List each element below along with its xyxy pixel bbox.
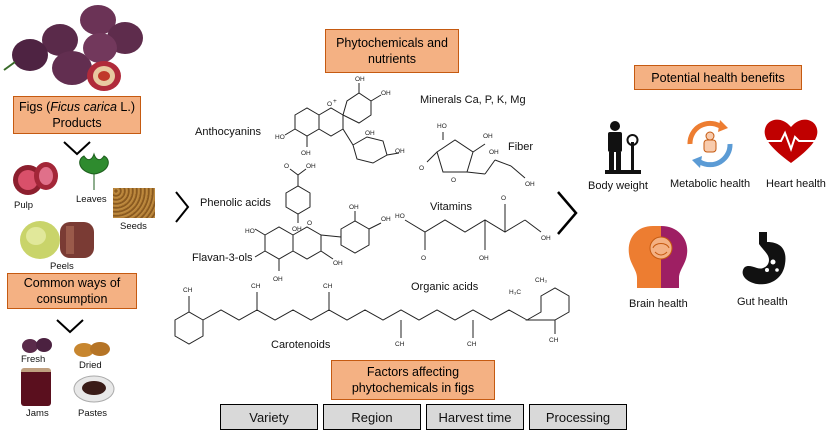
dried-label: Dried <box>79 360 102 371</box>
brain-health-label: Brain health <box>629 298 688 310</box>
health-benefits-box: Potential health benefits <box>634 65 802 90</box>
svg-text:OH: OH <box>395 148 405 155</box>
factors-box: Factors affecting phytochemicals in figs <box>331 360 495 400</box>
factor-variety: Variety <box>220 404 318 430</box>
leaves-label: Leaves <box>76 194 107 205</box>
brain-health-icon <box>628 226 688 288</box>
factor-harvest-time: Harvest time <box>426 404 524 430</box>
carotenoids-label: Carotenoids <box>271 339 331 351</box>
flavan-label: Flavan-3-ols <box>192 252 253 264</box>
svg-text:O: O <box>421 255 426 262</box>
phenolic-acids-label: Phenolic acids <box>200 197 271 209</box>
svg-text:H₃C: H₃C <box>509 289 521 296</box>
figs-products-label: Products <box>52 116 102 130</box>
svg-text:CH: CH <box>183 287 193 294</box>
heart-icon <box>764 119 818 163</box>
svg-text:+: + <box>333 98 337 105</box>
vitamins-label: Vitamins <box>430 201 472 213</box>
svg-text:CH: CH <box>467 341 477 348</box>
svg-text:OH: OH <box>306 163 316 170</box>
right-chevron-icon <box>175 191 190 223</box>
phenolic-acid-structure: O OH OH <box>284 163 316 233</box>
phytochemicals-box: Phytochemicals and nutrients <box>325 29 459 73</box>
svg-text:CH: CH <box>323 283 333 290</box>
jams-image <box>21 368 51 406</box>
down-chevron-icon <box>63 141 91 156</box>
factor-processing: Processing <box>529 404 627 430</box>
seeds-image <box>113 188 155 218</box>
svg-text:HO: HO <box>275 134 285 141</box>
body-weight-icon <box>605 121 641 174</box>
svg-text:OH: OH <box>349 204 359 211</box>
fiber-label: Fiber <box>508 141 534 153</box>
factor-region: Region <box>323 404 421 430</box>
right-chevron-icon-2 <box>557 191 578 235</box>
carotenoid-structure: CH CH CH CH CH CH H₃C CH₃ <box>174 277 570 348</box>
svg-text:O: O <box>501 195 506 202</box>
svg-text:CH: CH <box>549 337 559 344</box>
svg-text:OH: OH <box>381 216 391 223</box>
svg-text:OH: OH <box>333 260 343 267</box>
svg-text:OH: OH <box>292 226 302 233</box>
svg-text:OH: OH <box>355 76 365 83</box>
organic-acid-structure: HO O OH O OH <box>395 195 551 262</box>
svg-text:O: O <box>307 220 312 227</box>
flavan-structure: OH OH OH HO OH O <box>245 204 391 283</box>
svg-text:O: O <box>327 101 332 108</box>
peels-label: Peels <box>50 261 74 272</box>
svg-text:OH: OH <box>365 130 375 137</box>
svg-text:HO: HO <box>437 123 447 130</box>
svg-text:OH: OH <box>489 149 499 156</box>
minerals-label: Minerals Ca, P, K, Mg <box>420 94 526 106</box>
svg-text:CH: CH <box>395 341 405 348</box>
figs-species: Ficus carica <box>50 100 117 114</box>
svg-text:O: O <box>284 163 289 170</box>
svg-text:CH: CH <box>251 283 261 290</box>
figs-products-box: Figs (Ficus carica L.) Products <box>13 96 141 134</box>
svg-text:OH: OH <box>483 133 493 140</box>
svg-text:OH: OH <box>301 150 311 157</box>
svg-text:OH: OH <box>479 255 489 262</box>
vitamin-structure: HO OH O O OH OH <box>419 123 535 188</box>
svg-text:OH: OH <box>381 90 391 97</box>
consumption-box: Common ways of consumption <box>7 273 137 309</box>
metabolic-health-label: Metabolic health <box>670 178 751 190</box>
down-chevron-icon-2 <box>56 319 84 334</box>
svg-text:OH: OH <box>273 276 283 283</box>
fresh-label: Fresh <box>21 354 46 365</box>
anthocyanin-structure: OH OH HO OH O+ OH OH <box>275 76 405 164</box>
jams-label: Jams <box>26 408 49 419</box>
heart-health-label: Heart health <box>766 178 826 190</box>
pastes-label: Pastes <box>78 408 108 419</box>
metabolic-health-icon <box>687 120 733 168</box>
svg-text:HO: HO <box>395 213 405 220</box>
gut-health-icon <box>742 232 786 285</box>
svg-text:O: O <box>451 177 456 184</box>
body-weight-label: Body weight <box>588 180 648 192</box>
svg-text:CH₃: CH₃ <box>535 277 547 284</box>
anthocyanins-label: Anthocyanins <box>195 126 262 138</box>
seeds-label: Seeds <box>120 221 147 232</box>
organic-acids-label: Organic acids <box>411 281 479 293</box>
pulp-label: Pulp <box>14 200 34 211</box>
gut-health-label: Gut health <box>737 296 788 308</box>
svg-text:OH: OH <box>541 235 551 242</box>
svg-text:OH: OH <box>525 181 535 188</box>
svg-text:O: O <box>419 165 424 172</box>
svg-text:HO: HO <box>245 228 255 235</box>
